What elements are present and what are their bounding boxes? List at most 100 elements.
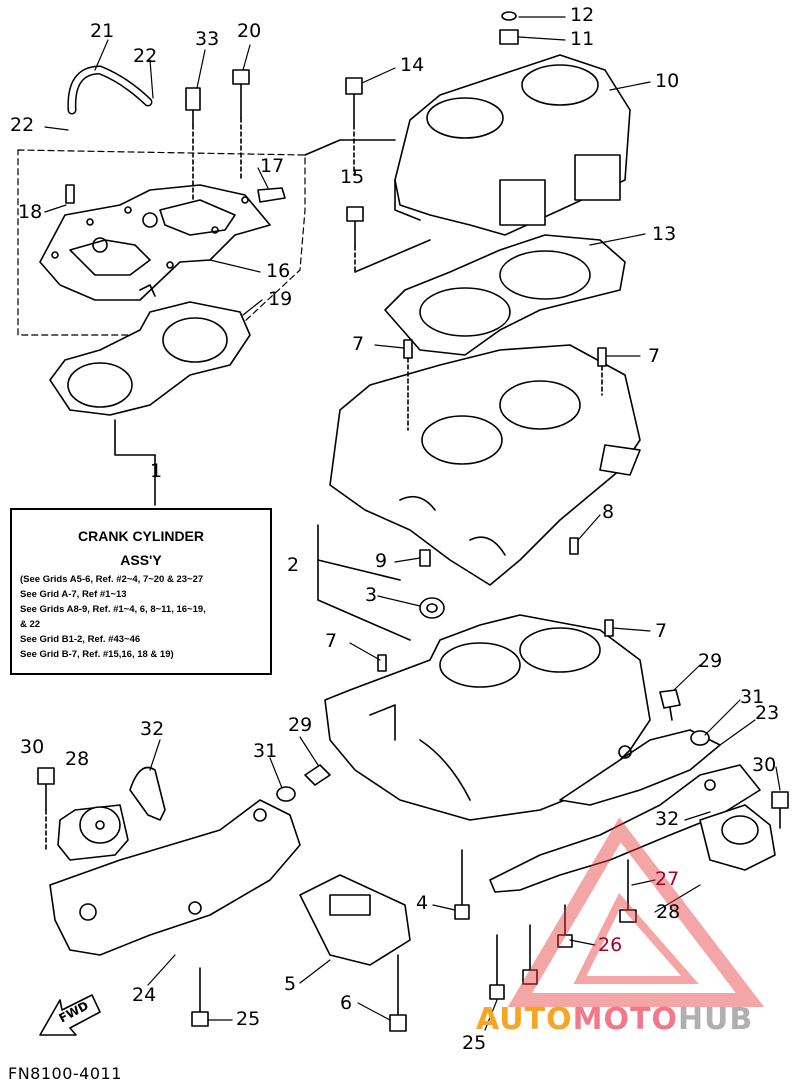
dowel-7d (604, 619, 614, 637)
callout-9: 9 (375, 550, 388, 572)
callout-12: 12 (570, 4, 595, 26)
fwd-arrow-icon (39, 994, 101, 1036)
washer-31-right (690, 730, 710, 746)
callout-32-right: 32 (655, 808, 680, 830)
rubber-mount-left-28 (57, 804, 129, 861)
assembly-ref-line: See Grid B1-2, Ref. #43~46 (20, 634, 141, 645)
assembly-ref-line: See Grid B-7, Ref. #15,16, 18 & 19) (20, 649, 174, 660)
callout-17: 17 (260, 155, 285, 177)
assembly-note-box: CRANK CYLINDER ASS'Y (See Grids A5-6, Re… (10, 508, 272, 675)
callout-10: 10 (655, 70, 680, 92)
callout-31-left: 31 (253, 740, 278, 762)
assembly-ref-line: & 22 (20, 619, 41, 630)
head-gasket-19 (49, 301, 251, 416)
bolt-4 (454, 849, 470, 920)
washer-31-left (276, 786, 296, 802)
callout-3: 3 (365, 584, 378, 606)
callout-25-bottom: 25 (462, 1032, 487, 1054)
callout-30-left: 30 (20, 736, 45, 758)
callout-32-left: 32 (140, 718, 165, 740)
callout-29-left: 29 (288, 714, 313, 736)
assembly-subtitle: ASS'Y (120, 552, 162, 568)
base-gasket-13 (384, 234, 626, 356)
bolt-29-left (304, 764, 331, 786)
callout-2: 2 (287, 554, 300, 576)
engine-mount-left-24 (49, 799, 301, 956)
callout-22-b: 22 (10, 114, 35, 136)
callout-7-c: 7 (325, 630, 338, 652)
callout-8: 8 (602, 501, 615, 523)
callout-13: 13 (652, 223, 677, 245)
callout-26: 26 (598, 934, 623, 956)
callout-21: 21 (90, 20, 115, 42)
dowel-7b (597, 347, 607, 367)
callout-15: 15 (340, 166, 365, 188)
bolt-20 (232, 69, 250, 181)
bolt-25-right-b (522, 924, 538, 985)
diagram-code: FN8100-4011 (8, 1064, 122, 1083)
bolt-25-right-a (489, 934, 505, 1000)
watermark-logo: AUTOMOTOHUB (476, 1002, 753, 1037)
callout-23: 23 (755, 702, 780, 724)
callout-6: 6 (340, 992, 353, 1014)
callout-20: 20 (237, 20, 262, 42)
watermark-part-auto: AUTO (476, 1002, 573, 1037)
callout-25-left: 25 (236, 1008, 261, 1030)
callout-16: 16 (266, 260, 291, 282)
bolt-27 (619, 859, 637, 923)
callout-28-left: 28 (65, 748, 90, 770)
dowel-7a (403, 339, 413, 359)
callout-27: 27 (655, 868, 680, 890)
sensor-33 (185, 87, 201, 201)
callout-30-right: 30 (752, 754, 777, 776)
callout-1: 1 (150, 460, 163, 482)
callout-7-a: 7 (352, 333, 365, 355)
bolt-29-right (659, 689, 681, 709)
part-12 (501, 11, 517, 21)
callout-33: 33 (195, 28, 220, 50)
rubber-mount-right-28 (699, 804, 776, 871)
part-11 (499, 29, 519, 45)
bolt-6 (389, 954, 407, 1032)
callout-5: 5 (284, 973, 297, 995)
bolt-14 (345, 77, 363, 176)
dowel-18 (65, 184, 75, 204)
bolt-25-left (191, 967, 209, 1027)
callout-29-right: 29 (698, 650, 723, 672)
dowel-8 (569, 537, 579, 555)
cylinder-block-10 (394, 54, 631, 236)
assembly-ref-line: See Grid A-7, Ref #1~13 (20, 589, 127, 600)
bolt-30-right (771, 791, 789, 829)
callout-11: 11 (570, 28, 595, 50)
engine-mount-right-23 (489, 729, 761, 893)
watermark-triangle-icon (507, 817, 765, 1007)
callout-14: 14 (400, 54, 425, 76)
bearing-3 (419, 597, 445, 619)
cylinder-head-cover (39, 184, 271, 301)
dowel-7c (377, 654, 387, 672)
callout-4: 4 (416, 892, 429, 914)
assembly-ref-line: (See Grids A5-6, Ref. #2~4, 7~20 & 23~27 (20, 574, 204, 585)
bolt-15 (346, 206, 364, 273)
callout-24: 24 (132, 984, 157, 1006)
assembly-ref-line: See Grids A8-9, Ref. #1~4, 6, 8~11, 16~1… (20, 604, 206, 615)
assembly-title: CRANK CYLINDER (78, 528, 204, 544)
lower-crankcase (324, 614, 651, 821)
center-mount-5 (299, 874, 411, 966)
callout-7-b: 7 (648, 345, 661, 367)
plug-17 (257, 187, 286, 203)
callout-7-d: 7 (655, 620, 668, 642)
bolt-30-left (37, 767, 55, 851)
callout-22: 22 (133, 45, 158, 67)
watermark-part-hub: HUB (677, 1002, 754, 1037)
watermark-part-moto: MOTO (572, 1002, 678, 1037)
callout-28-right: 28 (656, 901, 681, 923)
head-group-dashed-box (17, 149, 306, 336)
callout-19: 19 (268, 288, 293, 310)
callout-18: 18 (18, 201, 43, 223)
cover-32-left (129, 766, 166, 821)
upper-crankcase (329, 344, 641, 586)
dowel-9 (419, 549, 431, 567)
